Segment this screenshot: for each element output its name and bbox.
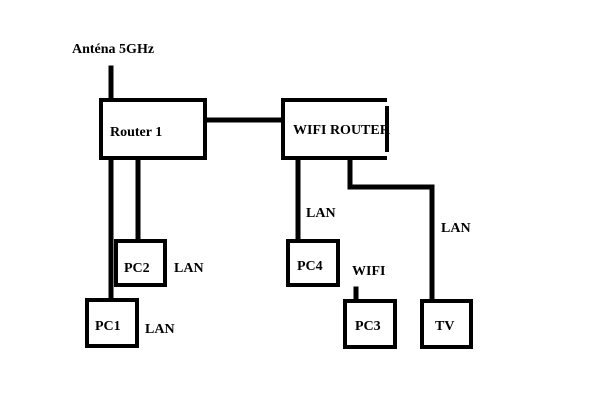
pc2-box — [114, 239, 167, 287]
wifi-router-label: WIFI ROUTER — [293, 123, 391, 138]
pc3-label: PC3 — [355, 319, 381, 334]
pc1-label: PC1 — [95, 319, 121, 334]
router1-box — [99, 98, 207, 160]
link-wifi-router-tv — [347, 155, 435, 304]
pc3-wifi-label: WIFI — [352, 264, 385, 279]
pc2-label: PC2 — [124, 261, 150, 276]
antenna-label: Anténa 5GHz — [72, 42, 154, 57]
pc1-lan-label: LAN — [145, 322, 175, 337]
wifi-router-box — [281, 98, 389, 160]
router1-label: Router 1 — [110, 125, 162, 140]
pc4-lan-label: LAN — [306, 206, 336, 221]
tv-box — [420, 299, 473, 349]
pc2-lan-label: LAN — [174, 261, 204, 276]
pc1-box — [85, 298, 139, 348]
pc4-label: PC4 — [297, 259, 323, 274]
pc3-box — [343, 299, 397, 349]
tv-lan-label: LAN — [441, 221, 471, 236]
pc4-box — [286, 239, 340, 287]
tv-label: TV — [435, 319, 454, 334]
